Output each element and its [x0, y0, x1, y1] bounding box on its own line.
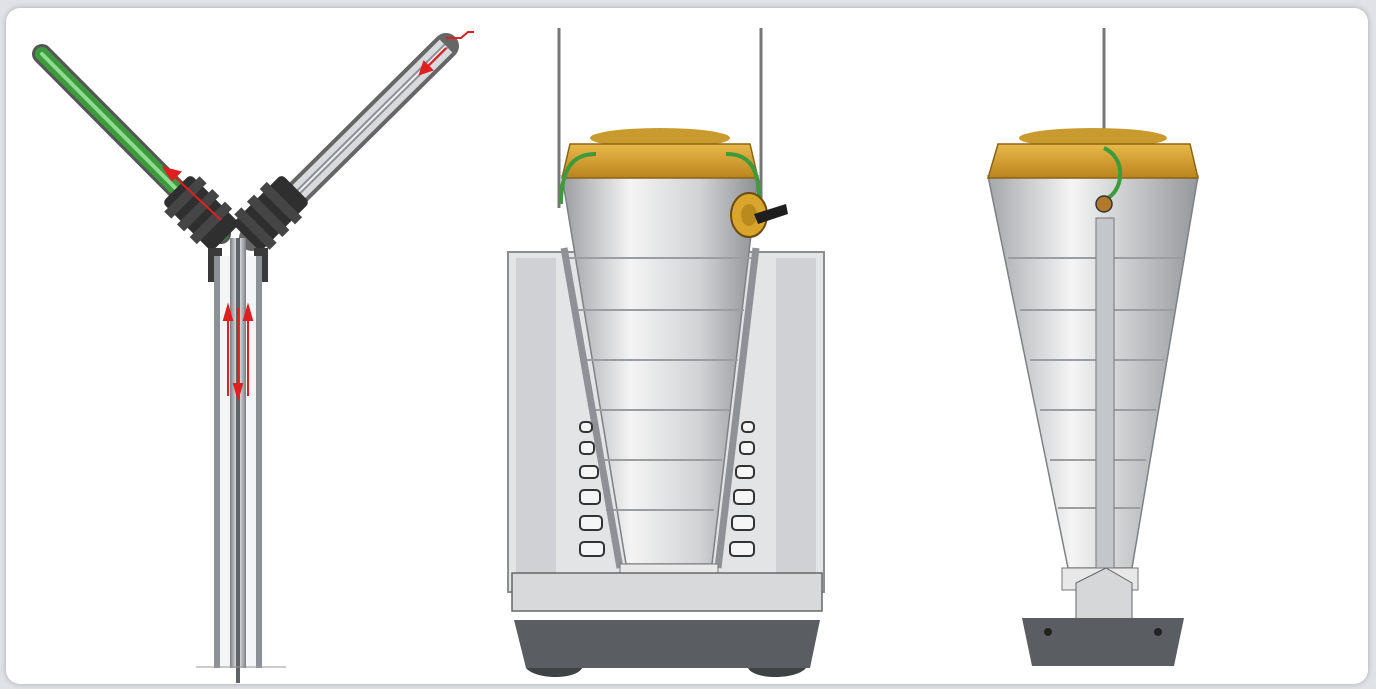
- tube-connector: [1095, 195, 1113, 213]
- vertical-pipe: [214, 238, 262, 683]
- center-shaft: [1095, 217, 1115, 579]
- lid-top: [1019, 128, 1167, 148]
- feeder-front-drawing: [507, 28, 825, 677]
- tube-left: [559, 152, 597, 205]
- cone-rings: [568, 257, 752, 511]
- feeder-pan: [1022, 618, 1184, 666]
- feeder-front-panel: [486, 8, 856, 684]
- pan-foot-right: [748, 668, 806, 677]
- frame-right-post: [776, 258, 816, 588]
- feeder-lid: [986, 143, 1199, 179]
- diagram-frame: [6, 8, 1368, 684]
- valve-handle: [754, 204, 788, 224]
- left-fitting: [164, 176, 238, 250]
- pipe-junction-drawing: [32, 31, 474, 683]
- slot-windows-right: [729, 421, 755, 557]
- pan-bolt-left: [1044, 628, 1052, 636]
- feeder-cone: [987, 175, 1199, 569]
- strut-right: [714, 247, 760, 569]
- feeder-lid: [561, 143, 759, 179]
- flow-arrow-icon: [161, 31, 474, 402]
- feeder-side-drawing: [986, 28, 1199, 666]
- frame-left-post: [516, 258, 556, 588]
- right-fitting: [234, 176, 308, 250]
- pan-bolt-right: [1154, 628, 1162, 636]
- valve-dial-center: [741, 204, 757, 226]
- feed-tube: [1103, 146, 1123, 200]
- base-plate: [511, 572, 823, 612]
- strut-left: [560, 247, 624, 569]
- pan-foot-left: [526, 668, 582, 677]
- feeder-side-panel: [946, 8, 1368, 684]
- slot-windows-left: [579, 421, 605, 557]
- pipe-junction-panel: [6, 8, 486, 684]
- lid-top: [590, 128, 730, 148]
- feeder-pan: [514, 620, 820, 668]
- tube-right: [725, 152, 761, 199]
